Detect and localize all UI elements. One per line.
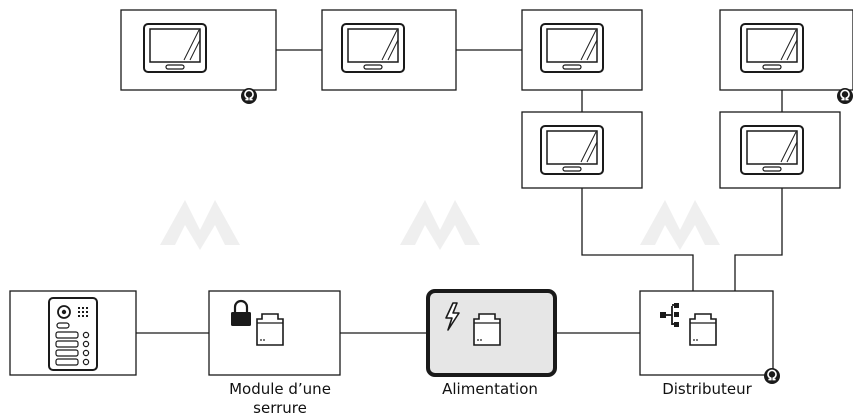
lock-module-label: Module d’une serrure <box>229 380 331 417</box>
lock-module <box>208 290 341 376</box>
monitor-unit <box>521 9 643 91</box>
monitor-unit <box>321 9 457 91</box>
distributor-module <box>639 290 774 376</box>
network-tree-icon <box>660 303 679 327</box>
watermark <box>160 200 720 250</box>
power-supply-label: Alimentation <box>442 380 538 398</box>
padlock-icon <box>231 299 251 326</box>
din-rail-module-icon <box>473 313 501 346</box>
door-station <box>9 290 137 376</box>
monitor-unit <box>120 9 277 91</box>
wiring-lines <box>136 49 783 334</box>
monitor-unit <box>719 111 841 189</box>
terminator-icon <box>240 87 258 105</box>
monitor-unit <box>719 9 853 91</box>
din-rail-module-icon <box>689 313 717 346</box>
power-supply-module <box>426 289 557 377</box>
door-intercom-panel-icon <box>48 297 98 371</box>
terminator-icon <box>836 87 853 105</box>
din-rail-module-icon <box>256 313 284 346</box>
monitor-unit <box>521 111 643 189</box>
lightning-bolt-icon <box>445 302 460 331</box>
distributor-label: Distributeur <box>662 380 752 398</box>
